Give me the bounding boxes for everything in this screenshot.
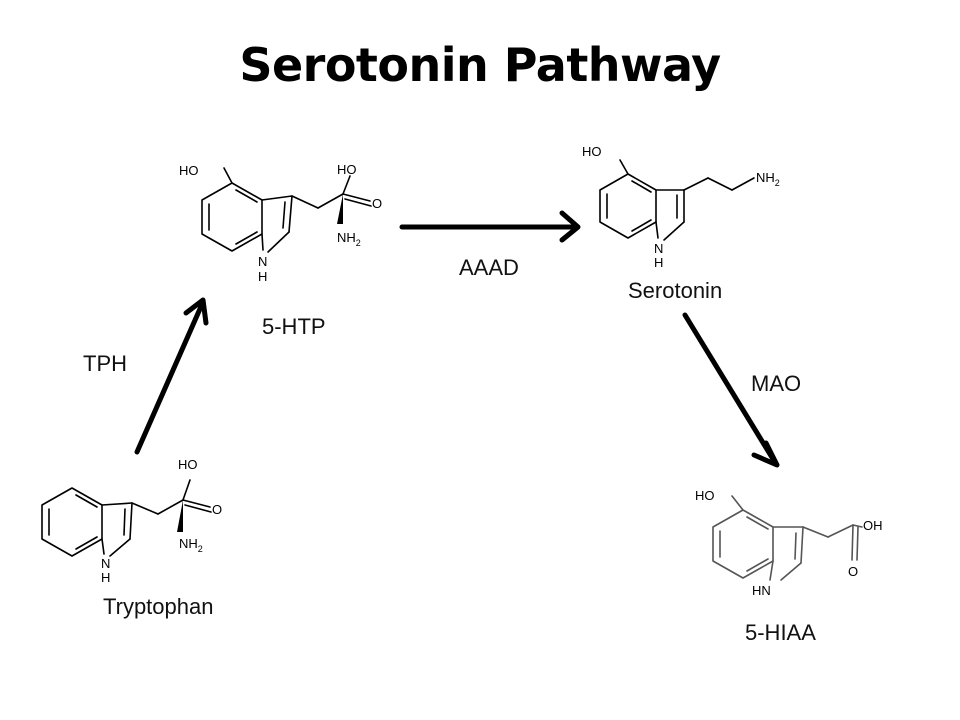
- 5-hiaa-name: 5-HIAA: [745, 620, 816, 645]
- enzyme-aaad-label: AAAD: [459, 255, 519, 280]
- compound-serotonin: HO N H NH2 Serotonin: [582, 144, 780, 303]
- 5-htp-ring-h-label: H: [258, 269, 267, 284]
- serotonin-hydroxyl-label: HO: [582, 144, 602, 159]
- 5-htp-amine-label: NH2: [337, 230, 361, 248]
- serotonin-amine-label: NH2: [756, 170, 780, 188]
- serotonin-ring-h-label: H: [654, 255, 663, 270]
- compound-tryptophan: HO O N H NH2 Tryptophan: [41, 457, 222, 619]
- tryptophan-hydroxyl-label: HO: [178, 457, 198, 472]
- arrow-aaad: [399, 210, 581, 243]
- arrow-mao: [682, 312, 780, 468]
- tryptophan-amine-label: NH2: [179, 536, 203, 554]
- 5-htp-ring-n-label: N: [258, 254, 267, 269]
- tryptophan-structure: [41, 479, 212, 557]
- tryptophan-ring-h-label: H: [101, 570, 110, 585]
- 5-hiaa-carbonyl-o-label: O: [848, 564, 858, 579]
- 5-htp-acid-hydroxyl-label: HO: [337, 162, 357, 177]
- 5-htp-structure: [201, 167, 372, 253]
- serotonin-name: Serotonin: [628, 278, 722, 303]
- slide-title: Serotonin Pathway: [239, 38, 721, 92]
- 5-hiaa-ring-hydroxyl-label: HO: [695, 488, 715, 503]
- 5-hiaa-acid-hydroxyl-label: OH: [863, 518, 883, 533]
- 5-htp-carbonyl-o-label: O: [372, 196, 382, 211]
- tryptophan-carbonyl-o-label: O: [212, 502, 222, 517]
- enzyme-mao-label: MAO: [751, 371, 801, 396]
- 5-htp-name: 5-HTP: [262, 314, 326, 339]
- compound-5-htp: HO HO O N H NH2 5-HTP: [179, 162, 382, 339]
- tryptophan-ring-n-label: N: [101, 556, 110, 571]
- 5-hiaa-ring-hn-label: HN: [752, 583, 771, 598]
- tryptophan-name: Tryptophan: [103, 594, 213, 619]
- compound-5-hiaa: HO OH O HN 5-HIAA: [695, 488, 883, 645]
- 5-htp-ring-hydroxyl-label: HO: [179, 163, 199, 178]
- 5-hiaa-structure: [712, 495, 863, 581]
- enzyme-tph-label: TPH: [83, 351, 127, 376]
- serotonin-structure: [599, 159, 755, 241]
- serotonin-ring-n-label: N: [654, 241, 663, 256]
- arrow-tph: [134, 297, 209, 455]
